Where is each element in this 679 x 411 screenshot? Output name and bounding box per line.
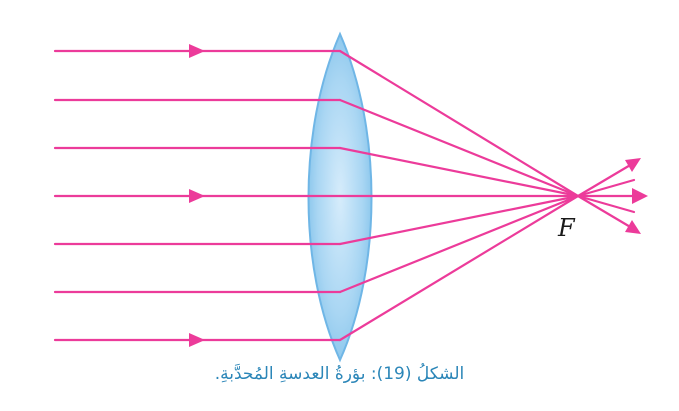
refracted-ray-1 bbox=[338, 49, 580, 198]
arrow-icon bbox=[632, 188, 648, 204]
refracted-ray-5 bbox=[338, 194, 580, 246]
focal-point-label: F bbox=[557, 214, 576, 242]
diverging-ray-5 bbox=[576, 194, 634, 230]
refracted-ray-6 bbox=[338, 194, 580, 294]
light-rays bbox=[53, 49, 638, 342]
figure-caption: الشكلُ (19): بؤرةُ العدسةِ المُحدَّبةِ. bbox=[214, 364, 465, 384]
arrow-icon bbox=[625, 158, 641, 172]
arrow-icon bbox=[189, 44, 205, 58]
refracted-ray-7 bbox=[338, 194, 580, 342]
diverging-ray-1 bbox=[576, 162, 634, 198]
arrow-icon bbox=[189, 189, 205, 203]
refracted-ray-3 bbox=[338, 146, 580, 198]
arrowheads bbox=[189, 44, 648, 347]
refracted-ray-2 bbox=[338, 98, 580, 198]
arrow-icon bbox=[189, 333, 205, 347]
diverging-ray-2 bbox=[576, 178, 636, 198]
diverging-ray-4 bbox=[576, 194, 636, 214]
arrow-icon bbox=[625, 220, 641, 234]
